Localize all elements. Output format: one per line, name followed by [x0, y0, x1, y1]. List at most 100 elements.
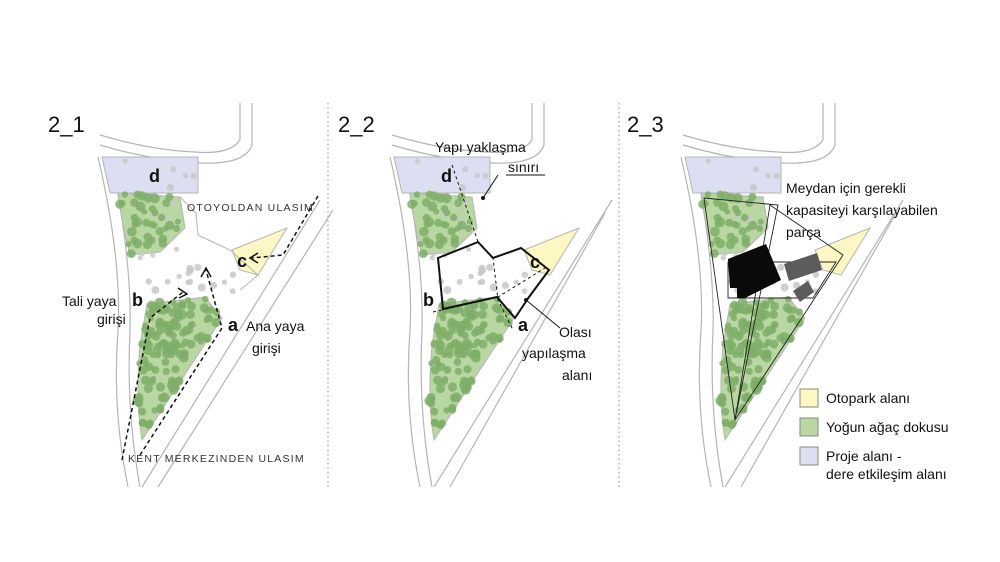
- tree-dot: [769, 339, 779, 349]
- legend-swatch-parking: [799, 388, 819, 408]
- tree-dot: [130, 213, 139, 222]
- tree-dot: [442, 221, 450, 229]
- tree-dot: [503, 317, 513, 328]
- gravel-dot: [229, 288, 236, 295]
- gravel-dot: [122, 158, 128, 164]
- tree-dot: [154, 342, 162, 350]
- tree-dot: [448, 403, 457, 412]
- tree-dot: [730, 236, 739, 245]
- tree-dot: [173, 225, 181, 232]
- tree-dot: [204, 314, 213, 323]
- tree-dot: [168, 376, 177, 385]
- tree-dot: [729, 419, 737, 428]
- path-a-main-entrance: [139, 269, 223, 456]
- tree-dot: [745, 199, 754, 207]
- gravel-dot: [176, 273, 182, 280]
- tree-dot: [202, 295, 209, 303]
- site-edge-right-2: [157, 209, 334, 488]
- road-curve-outer: [99, 103, 241, 154]
- tree-dot: [430, 419, 438, 427]
- legend-label-trees: Yoğun ağaç dokusu: [826, 419, 948, 435]
- tree-dot: [186, 339, 196, 349]
- tree-dots: [698, 158, 820, 430]
- path-c-highway: [251, 195, 319, 259]
- tree-dot: [141, 375, 151, 385]
- gravel-dot: [187, 278, 194, 285]
- tree-dot: [193, 334, 201, 342]
- legend-swatch-trees: [799, 417, 819, 437]
- tree-dot: [702, 200, 709, 207]
- gravel-dot: [489, 283, 498, 292]
- gravel-dot: [479, 278, 486, 285]
- gravel-dot: [414, 158, 420, 164]
- tree-dot: [158, 239, 168, 248]
- tree-dot: [135, 201, 146, 212]
- tree-dot: [741, 239, 751, 248]
- gravel-dot: [166, 183, 175, 192]
- tree-dot: [760, 309, 770, 320]
- tree-dot: [211, 317, 221, 328]
- tree-dot: [212, 308, 221, 316]
- tree-dot: [159, 307, 168, 315]
- tree-dot: [144, 341, 154, 350]
- tree-dot: [438, 419, 447, 428]
- tree-dot: [730, 300, 740, 310]
- tree-dot: [460, 376, 469, 385]
- tree-dot: [162, 199, 171, 207]
- gravel-dot: [443, 286, 452, 295]
- gravel-dot: [753, 166, 760, 173]
- label-b: b: [132, 290, 143, 310]
- tree-dot: [171, 341, 181, 351]
- frame-triangle-right: [734, 204, 844, 421]
- tree-dot: [459, 350, 468, 359]
- tree-dot: [727, 341, 737, 350]
- tree-dot: [754, 365, 763, 374]
- tree-dot: [147, 236, 156, 245]
- tree-dot: [437, 310, 446, 319]
- tree-dot: [447, 227, 456, 236]
- arrow-b-head: [177, 287, 189, 299]
- tree-dot: [713, 213, 722, 222]
- gravel-dot: [182, 172, 188, 179]
- tree-dot: [463, 365, 472, 374]
- annotation-yapi-2: sınırı: [508, 159, 539, 175]
- annotation-yapi-1: Yapı yaklaşma: [435, 139, 526, 155]
- project-area: [393, 156, 491, 194]
- tree-dots: [115, 158, 237, 430]
- tree-dot: [745, 225, 752, 232]
- tree-dot: [144, 362, 154, 372]
- tree-dot: [137, 191, 147, 201]
- tree-dot: [785, 307, 793, 314]
- tree-dot: [480, 320, 488, 329]
- gravel-dot: [765, 172, 771, 179]
- tree-dot: [446, 342, 454, 350]
- tree-dot: [119, 200, 126, 207]
- gravel-dot: [456, 278, 463, 285]
- tree-dot: [756, 225, 764, 232]
- tree-dot: [435, 383, 445, 394]
- tree-dot: [451, 307, 460, 315]
- tree-dot: [434, 218, 443, 227]
- site-edge-right: [433, 199, 613, 488]
- tree-dot: [742, 307, 751, 315]
- tree-dot: [762, 329, 770, 337]
- tree-dot: [166, 324, 174, 333]
- panel-2-2: 2_2 d c b a Yapı yaklaşma sınırı Olası y…: [338, 103, 613, 488]
- panel-title: 2_3: [627, 112, 664, 137]
- gravel-dot: [466, 246, 471, 252]
- tree-dot: [734, 366, 743, 374]
- gravel-dot: [221, 279, 227, 285]
- tree-dot: [424, 395, 435, 406]
- tree-dot: [159, 322, 166, 329]
- tree-dot: [463, 383, 472, 392]
- tree-dot: [478, 327, 486, 334]
- gravel-dot: [170, 166, 177, 173]
- tree-dot: [146, 419, 154, 428]
- tree-dot: [417, 241, 424, 248]
- secondary-building-block-2: [793, 281, 814, 302]
- tree-dot: [159, 392, 170, 403]
- tree-dot: [738, 227, 747, 236]
- tree-dot: [143, 383, 153, 394]
- tree-dot: [132, 238, 143, 249]
